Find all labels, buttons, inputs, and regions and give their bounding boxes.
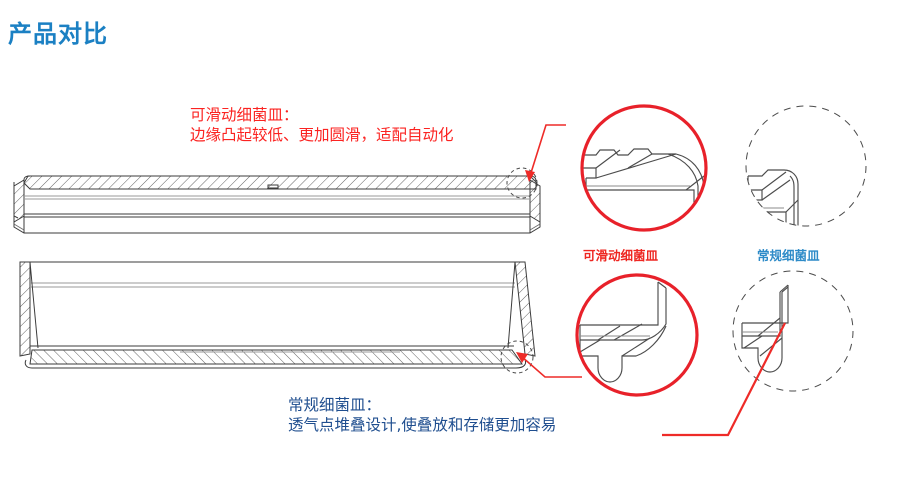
leader-line-regular-bottom (662, 322, 786, 437)
detail-circle-sliding-bottom (579, 281, 667, 383)
leader-line-sliding-bottom (516, 352, 582, 378)
regular-dish-base-drawing (19, 261, 536, 374)
annotation-regular-line2: 透气点堆叠设计,使叠放和存储更加容易 (288, 415, 557, 434)
annotation-regular-line1: 常规细菌皿： (288, 396, 382, 414)
detail-circle-sliding-rim (582, 148, 705, 230)
sliding-dish-lid-drawing (13, 167, 541, 234)
detail-label-regular: 常规细菌皿 (757, 248, 820, 263)
detail-circle-outline-regular-bottom (732, 270, 854, 392)
annotation-sliding-dish: 可滑动细菌皿： 边缘凸起较低、更加圆滑，适配自动化 (190, 106, 454, 146)
annotation-sliding-line2: 边缘凸起较低、更加圆滑，适配自动化 (190, 125, 454, 144)
detail-label-sliding: 可滑动细菌皿 (583, 248, 659, 263)
annotation-sliding-line1: 可滑动细菌皿： (190, 106, 299, 124)
detail-circle-outline-regular-top (745, 105, 867, 227)
page-title: 产品对比 (8, 20, 108, 48)
annotation-regular-dish: 常规细菌皿： 透气点堆叠设计,使叠放和存储更加容易 (288, 396, 556, 436)
detail-circle-outline-sliding-top (580, 104, 708, 232)
detail-circle-outline-sliding-bottom (575, 273, 699, 397)
leader-line-sliding-top (525, 124, 566, 182)
detail-circle-regular-bottom (741, 284, 789, 373)
